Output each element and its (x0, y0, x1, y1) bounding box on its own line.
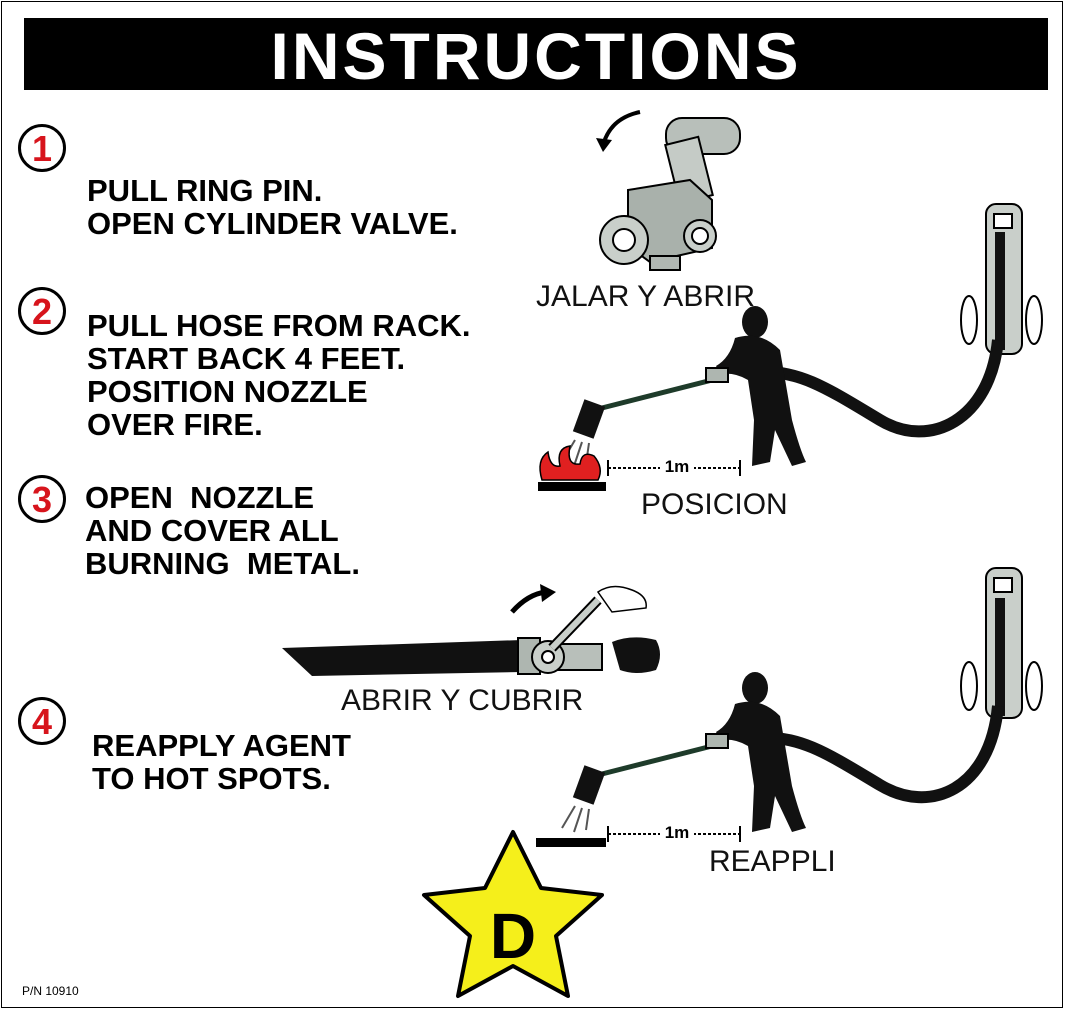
page-title: INSTRUCTIONS (270, 19, 802, 93)
nozzle-open-illustration (282, 584, 660, 676)
wheeled-extinguisher-lower (960, 567, 1043, 719)
class-d-letter: D (490, 900, 536, 972)
class-d-star-symbol: D (422, 830, 604, 998)
applicator-wand-lower (561, 733, 729, 833)
caption-reappli: REAPPLI (709, 845, 836, 878)
hose-lower (759, 705, 1004, 804)
caption-jalar-y-abrir: JALAR Y ABRIR (536, 280, 755, 313)
cylinder-valve-illustration (596, 110, 741, 271)
step-1-line-2: OPEN CYLINDER VALVE. (87, 206, 458, 241)
step-2-line-1: PULL HOSE FROM RACK. (87, 308, 471, 343)
step-3-line-2: AND COVER ALL (85, 513, 339, 548)
part-number: P/N 10910 (22, 984, 79, 998)
step-4-line-1: REAPPLY AGENT (92, 728, 351, 763)
step-4-number: 4 (18, 697, 66, 745)
step-1-number: 1 (18, 124, 66, 172)
caption-abrir-y-cubrir: ABRIR Y CUBRIR (341, 684, 584, 717)
title-banner: INSTRUCTIONS (24, 18, 1048, 93)
distance-marker-lower: 1m (607, 822, 741, 842)
step-1-line-1: PULL RING PIN. (87, 173, 323, 208)
applicator-wand-upper (561, 367, 729, 467)
metal-pan-lower (536, 838, 606, 847)
step-2-line-3: POSITION NOZZLE (87, 374, 368, 409)
hose-upper (759, 339, 1004, 438)
caption-posicion: POSICION (641, 488, 788, 521)
step-3-line-3: BURNING METAL. (85, 546, 360, 581)
operator-silhouette-upper (716, 306, 806, 466)
operator-silhouette-lower (716, 672, 806, 832)
step-1-text: PULL RING PIN. OPEN CYLINDER VALVE. (87, 174, 458, 240)
step-2-text: PULL HOSE FROM RACK. START BACK 4 FEET. … (87, 309, 471, 441)
wheeled-extinguisher-upper (960, 203, 1043, 355)
distance-label-lower: 1m (665, 823, 690, 842)
step-2-line-4: OVER FIRE. (87, 407, 263, 442)
step-2-line-2: START BACK 4 FEET. (87, 341, 406, 376)
step-4-line-2: TO HOT SPOTS. (92, 761, 331, 796)
distance-label-upper: 1m (665, 457, 690, 476)
step-3-number: 3 (18, 475, 66, 523)
burning-metal-pan (538, 445, 606, 491)
step-3-line-1: OPEN NOZZLE (85, 480, 315, 515)
step-4-text: REAPPLY AGENT TO HOT SPOTS. (92, 729, 351, 795)
step-2-number: 2 (18, 287, 66, 335)
step-3-text: OPEN NOZZLE AND COVER ALL BURNING METAL. (85, 481, 360, 580)
distance-marker-upper: 1m (607, 456, 741, 476)
